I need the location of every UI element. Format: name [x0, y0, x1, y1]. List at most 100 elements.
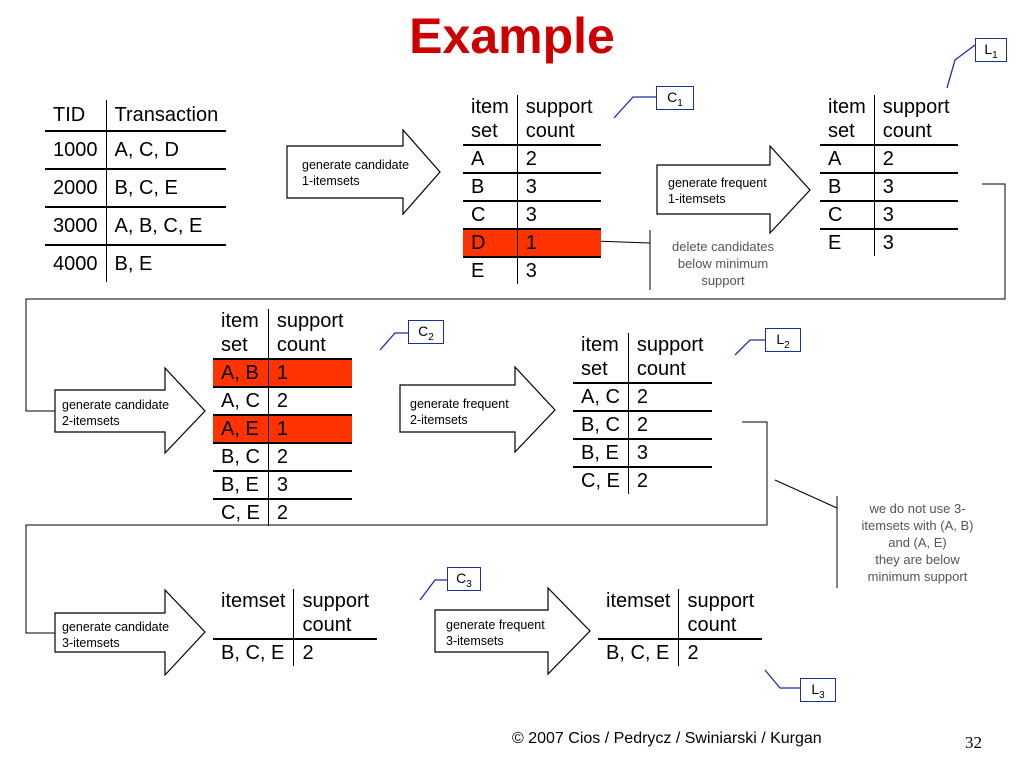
table-cell: 3 — [517, 173, 601, 202]
table-cell: A — [463, 145, 518, 174]
table-cell: 1 — [268, 359, 352, 388]
table-cell: E — [820, 229, 875, 256]
header-cell: item set — [573, 333, 629, 384]
header-cell: itemset — [598, 589, 680, 640]
table-cell: A, B, C, E — [106, 207, 227, 246]
header-cell: support count — [874, 95, 958, 146]
table-cell: C, E — [573, 467, 629, 494]
header-cell: support count — [293, 589, 378, 640]
l3-label: L3 — [800, 678, 836, 702]
c1-label: C1 — [656, 86, 694, 110]
table-cell: 2 — [628, 383, 712, 412]
table-cell: 3 — [874, 201, 958, 230]
arrow-label-freq3: generate frequent 3-itemsets — [446, 618, 545, 648]
arrow-generate-frequent-1 — [656, 144, 811, 235]
header-cell: support count — [678, 589, 763, 640]
header-cell: support count — [268, 309, 352, 360]
header-cell: item set — [213, 309, 269, 360]
table-cell: B, C, E — [213, 639, 295, 666]
header-cell: item set — [820, 95, 875, 146]
table-cell: A, B — [213, 359, 269, 388]
table-cell: A, C, D — [106, 131, 227, 170]
table-cell: C, E — [213, 499, 269, 526]
table-cell: 2000 — [45, 169, 107, 208]
table-cell: 2 — [268, 387, 352, 416]
table-cell: B, E — [573, 439, 629, 468]
header-cell: TID — [45, 100, 107, 132]
arrow-generate-frequent-2 — [399, 365, 556, 454]
page-number: 32 — [965, 733, 982, 752]
table-cell: 3 — [628, 439, 712, 468]
arrow-label-cand1: generate candidate 1-itemsets — [302, 158, 410, 188]
table-cell: 3000 — [45, 207, 107, 246]
table-cell: 1 — [268, 415, 352, 444]
table-cell: 2 — [268, 443, 352, 472]
table-cell: 1 — [517, 229, 601, 258]
callout-c3 — [419, 579, 447, 601]
arrow-label-freq1: generate frequent 1-itemsets — [668, 176, 767, 206]
table-cell: 2 — [517, 145, 601, 174]
page-title: Example — [409, 8, 615, 64]
l2-label: L2 — [765, 328, 801, 352]
footer-credit: © 2007 Cios / Pedrycz / Swiniarski / Kur… — [512, 730, 822, 747]
flow-line-l2-c3 — [25, 421, 768, 634]
header-cell: item set — [463, 95, 518, 146]
l1-label: L1 — [975, 38, 1007, 62]
callout-l1 — [946, 44, 976, 89]
table-cell: 1000 — [45, 131, 107, 170]
table-cell: 3 — [525, 260, 537, 282]
callout-l2 — [734, 339, 765, 356]
table-cell: 2 — [687, 642, 699, 664]
table-cell: C — [463, 201, 518, 230]
table-cell: 2 — [302, 642, 314, 664]
arrow-generate-frequent-3 — [434, 586, 591, 676]
callout-c1 — [613, 96, 656, 119]
header-cell: support count — [517, 95, 601, 146]
table-cell: A — [820, 145, 875, 174]
arrow-generate-candidate-2 — [54, 366, 206, 455]
table-row: B, C, E 2 — [213, 639, 377, 666]
table-cell: C — [820, 201, 875, 230]
table-cell: 3 — [517, 201, 601, 230]
note-connector-no3 — [774, 479, 838, 509]
header-cell: support count — [628, 333, 712, 384]
table-cell: 2 — [276, 502, 289, 524]
table-cell: 3 — [874, 173, 958, 202]
table-cell: B, C — [213, 443, 269, 472]
arrow-label-cand3: generate candidate 3-itemsets — [62, 620, 170, 650]
table-row: C, E 2 — [213, 499, 352, 526]
table-cell: B — [820, 173, 875, 202]
table-cell: D — [463, 229, 518, 258]
table-cell: B, E — [114, 253, 153, 275]
c3-label: C3 — [447, 567, 481, 591]
arrow-generate-candidate-1 — [286, 128, 441, 216]
note-no-3-itemsets: we do not use 3- itemsets with (A, B) an… — [861, 501, 974, 584]
flow-line-l1-c2 — [25, 183, 1006, 412]
